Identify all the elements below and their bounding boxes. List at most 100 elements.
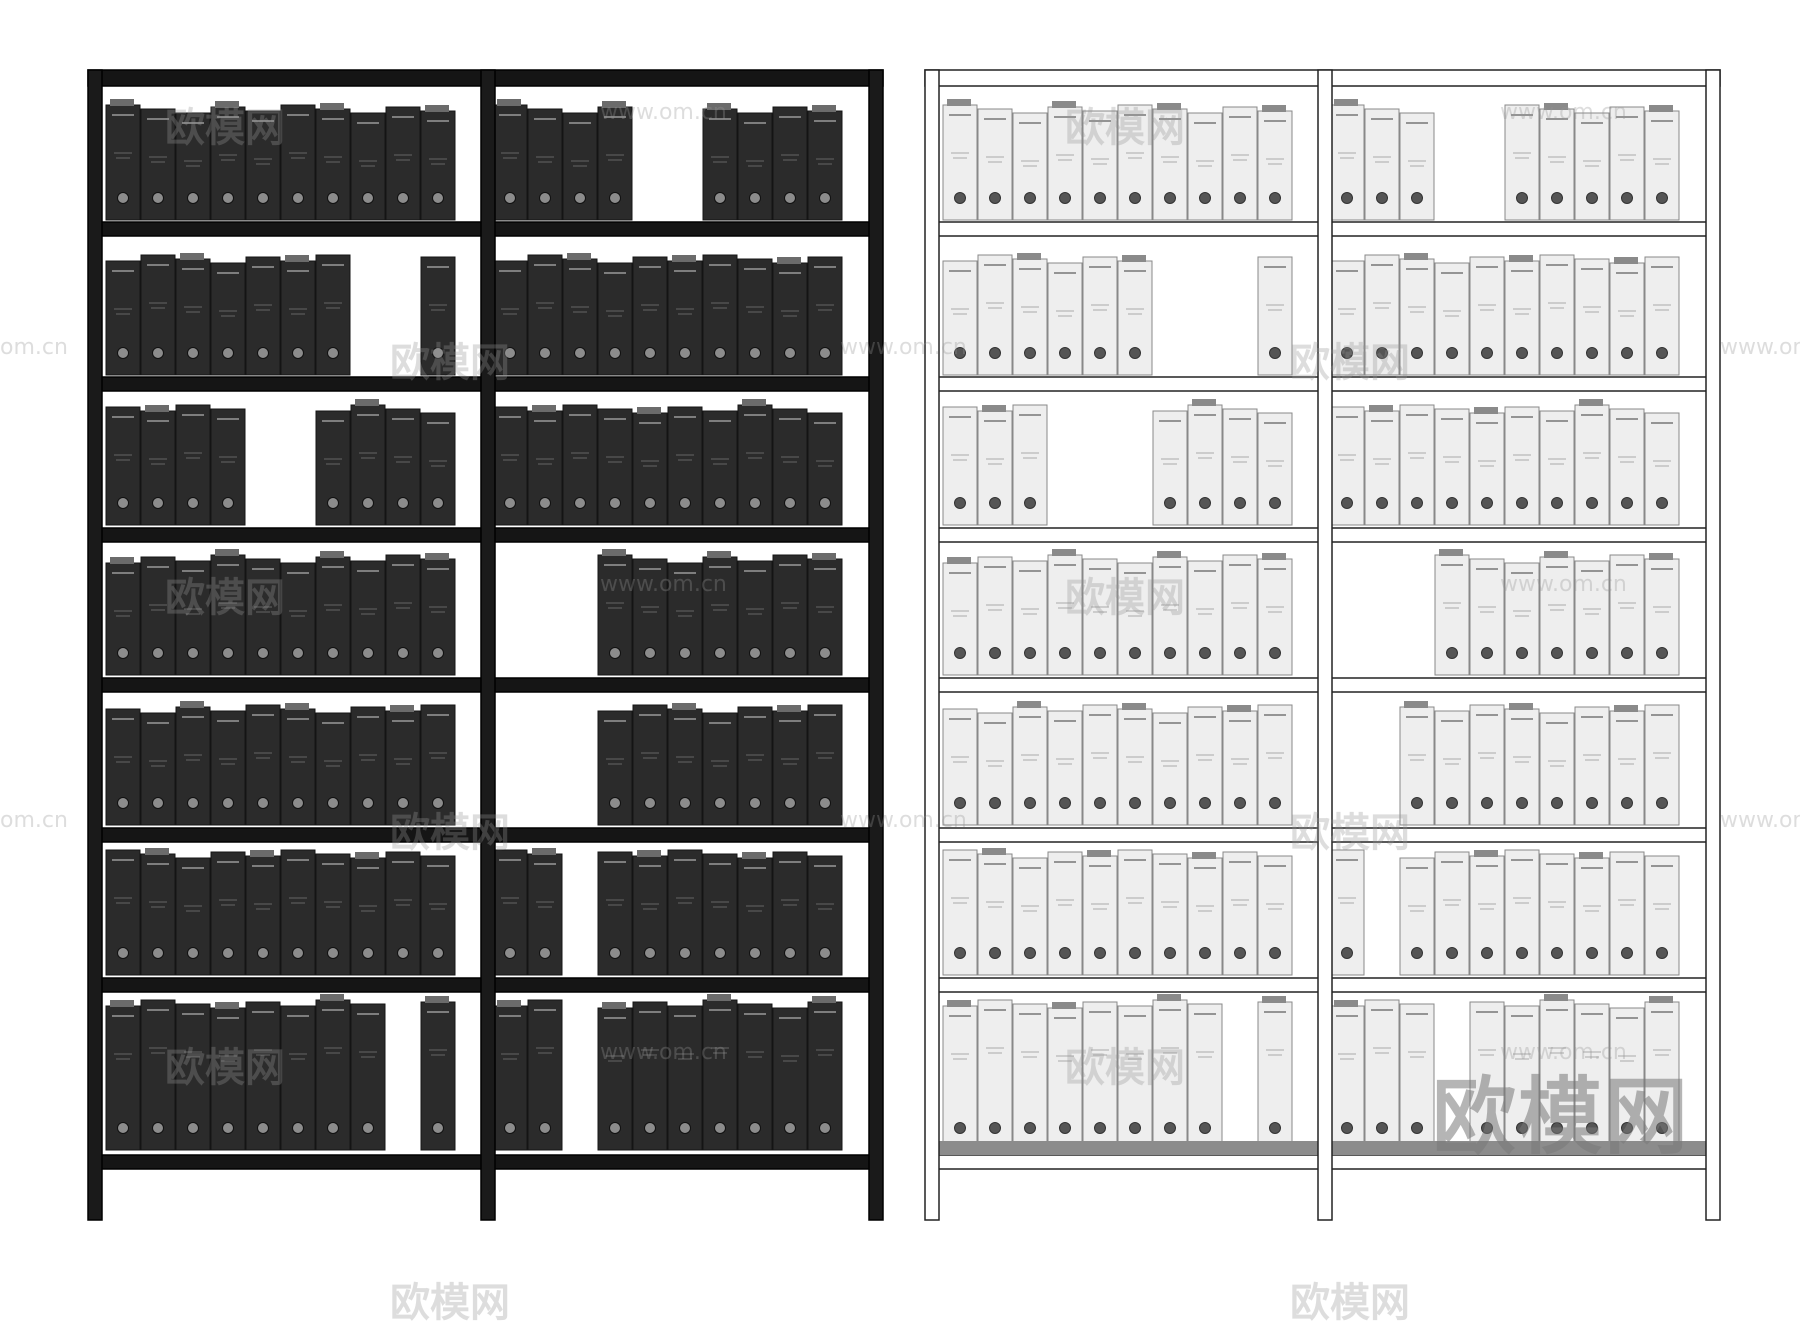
binder-hole [819, 947, 831, 959]
binder-hole [1234, 647, 1246, 659]
binder-hole [609, 797, 621, 809]
binder-hole [784, 347, 796, 359]
binder-hole [117, 947, 129, 959]
binder-hole [989, 797, 1001, 809]
binder-papers [355, 399, 379, 406]
binder-hole [1586, 947, 1598, 959]
binder-hole [1376, 1122, 1388, 1134]
binder-papers [285, 703, 309, 710]
binder-hole [292, 797, 304, 809]
binder-papers [497, 99, 521, 106]
binder-papers [602, 101, 626, 108]
binder-papers [1439, 549, 1463, 556]
binder-hole [954, 947, 966, 959]
binder-papers [215, 1002, 239, 1009]
binder-hole [432, 347, 444, 359]
binder-hole [292, 1122, 304, 1134]
binder-hole [679, 1122, 691, 1134]
binder-papers [1334, 1000, 1358, 1007]
binder-hole [714, 947, 726, 959]
binder-hole [749, 647, 761, 659]
binder-hole [1481, 647, 1493, 659]
binder-papers [1614, 257, 1638, 264]
binder-papers [1157, 103, 1181, 110]
binder-papers [742, 852, 766, 859]
binder-hole [1269, 647, 1281, 659]
binder-hole [1586, 647, 1598, 659]
binder-hole [1269, 947, 1281, 959]
binder [1012, 857, 1048, 976]
binder-hole [749, 497, 761, 509]
binder-hole [187, 947, 199, 959]
binder-hole [257, 347, 269, 359]
binder-papers [602, 549, 626, 556]
binder-hole [1411, 797, 1423, 809]
binder-hole [1094, 192, 1106, 204]
binder [702, 712, 738, 826]
binder-hole [714, 797, 726, 809]
binder-hole [1269, 192, 1281, 204]
binder-hole [397, 497, 409, 509]
binder-papers [425, 105, 449, 112]
binder-hole [1234, 192, 1246, 204]
binder [420, 412, 456, 526]
binder-hole [362, 947, 374, 959]
binder-papers [812, 553, 836, 560]
binder-hole [504, 947, 516, 959]
binder [1434, 710, 1470, 826]
brand-watermark-logo: 欧模网 [1431, 1068, 1690, 1166]
binder-hole [292, 192, 304, 204]
binder-hole [1024, 192, 1036, 204]
binder-hole [1656, 947, 1668, 959]
binder-papers [215, 549, 239, 556]
binder-papers [145, 848, 169, 855]
binder-hole [292, 647, 304, 659]
binder-hole [152, 797, 164, 809]
binder-hole [257, 1122, 269, 1134]
binder-hole [1516, 347, 1528, 359]
binder-hole [152, 192, 164, 204]
binder-hole [1164, 797, 1176, 809]
binder-hole [1446, 947, 1458, 959]
binder-papers [1017, 701, 1041, 708]
binder-papers [672, 255, 696, 262]
binder-hole [1516, 192, 1528, 204]
binder-hole [1411, 192, 1423, 204]
binder-hole [1376, 347, 1388, 359]
binder-hole [1446, 647, 1458, 659]
binder-hole [504, 1122, 516, 1134]
binder-hole [819, 797, 831, 809]
binder-hole [609, 947, 621, 959]
binder [1434, 408, 1470, 526]
binder-hole [714, 1122, 726, 1134]
binder-hole [989, 647, 1001, 659]
binder-papers [1544, 103, 1568, 110]
binder-hole [1059, 347, 1071, 359]
binder-papers [707, 103, 731, 110]
binder-papers [777, 705, 801, 712]
binder-papers [1227, 705, 1251, 712]
binder-hole [257, 797, 269, 809]
binder-hole [257, 192, 269, 204]
binder-hole [784, 797, 796, 809]
binder [1082, 110, 1118, 221]
shelf-upright [868, 69, 884, 1221]
binder-hole [1094, 347, 1106, 359]
binder-papers [110, 99, 134, 106]
binder [772, 262, 808, 376]
binder [1539, 254, 1575, 376]
binder-hole [1621, 192, 1633, 204]
binder-hole [327, 647, 339, 659]
binder-hole [1411, 347, 1423, 359]
binder-hole [1481, 947, 1493, 959]
binder-hole [1234, 947, 1246, 959]
binder-hole [539, 192, 551, 204]
binder-papers [1509, 255, 1533, 262]
binder-hole [397, 647, 409, 659]
binder-hole [504, 497, 516, 509]
binder-hole [714, 347, 726, 359]
binder-hole [1094, 647, 1106, 659]
binder-papers [180, 253, 204, 260]
binder-hole [819, 1122, 831, 1134]
binder-hole [117, 347, 129, 359]
